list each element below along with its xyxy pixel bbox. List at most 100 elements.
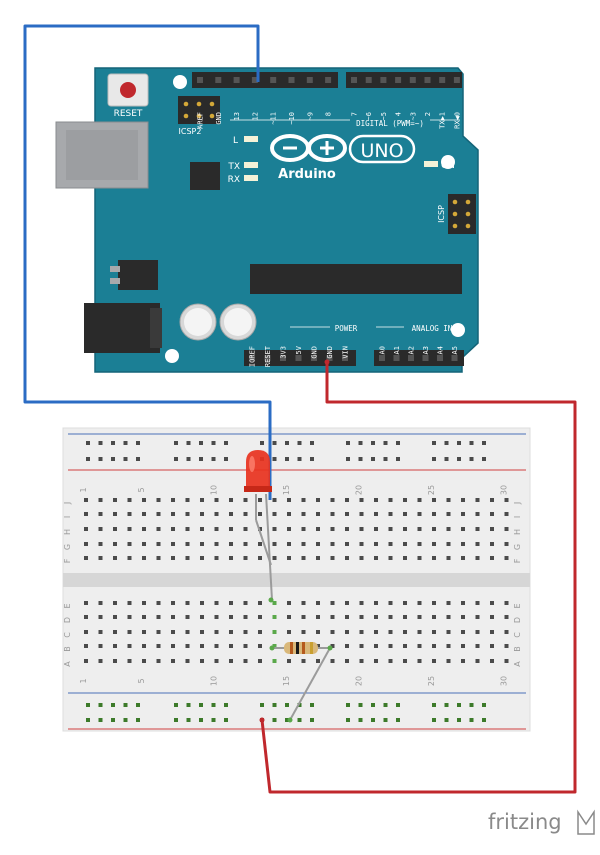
rail-hole xyxy=(371,718,375,722)
breadboard-hole xyxy=(345,601,349,605)
breadboard-hole xyxy=(142,498,146,502)
header-pin xyxy=(424,77,431,83)
rail-hole xyxy=(211,457,216,461)
breadboard-hole xyxy=(417,615,422,619)
breadboard-hole xyxy=(214,556,219,560)
breadboard-hole xyxy=(258,556,262,560)
led-rx-label: RX xyxy=(228,175,240,185)
breadboard-hole xyxy=(359,630,364,634)
capacitor-1 xyxy=(179,303,217,341)
breadboard-hole xyxy=(113,615,117,619)
breadboard-hole xyxy=(504,630,509,634)
breadboard-hole xyxy=(446,644,451,648)
rail-hole xyxy=(186,457,191,461)
breadboard-hole xyxy=(388,601,393,605)
header-pin xyxy=(409,77,416,83)
breadboard-hole xyxy=(446,556,451,560)
breadboard-hole xyxy=(388,542,393,546)
breadboard-hole xyxy=(156,601,161,605)
breadboard-hole xyxy=(142,630,146,634)
breadboard-hole xyxy=(403,498,407,502)
rail-hole xyxy=(199,441,203,445)
breadboard-hole xyxy=(316,601,320,605)
column-number: 15 xyxy=(282,676,291,686)
breadboard-hole xyxy=(316,630,320,634)
pin-label: ~9 xyxy=(306,112,314,120)
rail-hole xyxy=(457,441,461,445)
pin-label: A2 xyxy=(408,346,416,354)
breadboard-hole xyxy=(504,615,509,619)
breadboard-hole xyxy=(127,556,132,560)
rail-hole xyxy=(123,718,128,722)
rail-hole xyxy=(86,718,90,722)
breadboard-hole xyxy=(316,512,320,516)
breadboard-hole xyxy=(84,542,88,546)
pin-label: A0 xyxy=(379,346,387,354)
breadboard-hole xyxy=(388,527,393,531)
breadboard-hole xyxy=(330,556,335,560)
breadboard-hole xyxy=(330,659,335,663)
breadboard-hole xyxy=(490,556,494,560)
rail-hole xyxy=(297,703,302,707)
breadboard-hole xyxy=(156,527,161,531)
breadboard-hole xyxy=(388,644,393,648)
connected-hole xyxy=(272,659,277,663)
header-pin xyxy=(351,77,357,83)
header-pin xyxy=(408,355,414,361)
breadboard-hole xyxy=(432,644,436,648)
breadboard-hole xyxy=(359,601,364,605)
breadboard-hole xyxy=(316,527,320,531)
breadboard-hole xyxy=(446,615,451,619)
breadboard-hole xyxy=(243,644,248,648)
breadboard-hole xyxy=(287,615,291,619)
breadboard-hole xyxy=(113,644,117,648)
breadboard-hole xyxy=(229,556,233,560)
breadboard-hole xyxy=(171,527,175,531)
model-label: UNO xyxy=(360,140,403,162)
rail-hole xyxy=(211,703,216,707)
breadboard-hole xyxy=(185,644,190,648)
rail-hole xyxy=(346,718,350,722)
led-rx-indicator xyxy=(244,175,258,181)
pin-label: GND xyxy=(311,346,319,359)
column-number: 10 xyxy=(210,676,219,686)
header-pin xyxy=(393,355,400,361)
breadboard-hole xyxy=(330,542,335,546)
rail-hole xyxy=(111,703,115,707)
header-pin xyxy=(380,77,387,83)
breadboard-hole xyxy=(272,542,277,546)
breadboard-hole xyxy=(171,512,175,516)
header-pin xyxy=(288,77,295,83)
breadboard-hole xyxy=(243,498,248,502)
breadboard-hole xyxy=(272,512,277,516)
breadboard-hole xyxy=(345,512,349,516)
ground-wire xyxy=(260,362,577,794)
breadboard-hole xyxy=(185,542,190,546)
breadboard-hole xyxy=(345,556,349,560)
reset-button[interactable] xyxy=(107,73,149,107)
breadboard-hole xyxy=(388,556,393,560)
breadboard-hole xyxy=(113,542,117,546)
breadboard-hole xyxy=(461,615,465,619)
rail-hole xyxy=(469,457,474,461)
header-pin xyxy=(306,77,313,83)
breadboard-hole xyxy=(475,542,480,546)
header-pin xyxy=(233,77,240,83)
breadboard-hole xyxy=(287,542,291,546)
rail-hole xyxy=(98,703,103,707)
breadboard-hole xyxy=(98,556,103,560)
header-pin xyxy=(249,355,255,361)
rail-hole xyxy=(199,718,203,722)
row-letter: J xyxy=(513,502,522,505)
breadboard-hole xyxy=(330,512,335,516)
rail-hole xyxy=(98,457,103,461)
breadboard-hole xyxy=(417,659,422,663)
breadboard-hole xyxy=(84,615,88,619)
breadboard-hole xyxy=(432,659,436,663)
rail-hole xyxy=(358,457,363,461)
breadboard-hole xyxy=(461,659,465,663)
breadboard-hole xyxy=(171,615,175,619)
breadboard-hole xyxy=(185,615,190,619)
row-letter: A xyxy=(63,661,72,667)
breadboard-hole xyxy=(84,498,88,502)
